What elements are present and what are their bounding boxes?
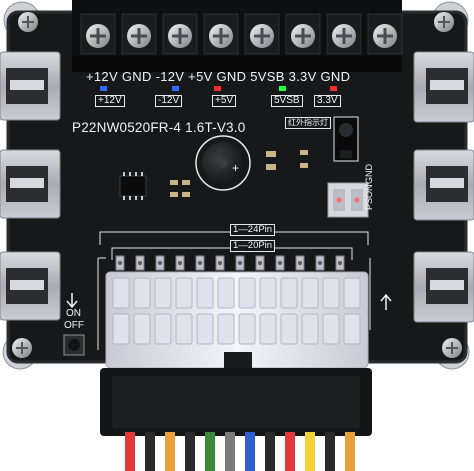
terminal-labels: +12V GND -12V +5V GND 5VSB 3.3V GND — [86, 70, 350, 83]
pin24-label: 1—24Pin — [230, 224, 276, 236]
connector-slot — [238, 313, 256, 345]
terminal-label-gnd3: GND — [320, 69, 351, 84]
atx-cable — [100, 368, 372, 471]
connector-slot — [154, 313, 172, 345]
wire — [265, 432, 275, 471]
connector-slot — [112, 277, 130, 309]
indicator-label-5vsb: 5VSB — [271, 95, 303, 107]
svg-text:+: + — [232, 161, 239, 175]
wire — [285, 432, 295, 471]
led-5v — [214, 86, 221, 91]
led-12v — [100, 86, 107, 91]
atx-24pin-connector — [105, 271, 369, 369]
terminal-label-neg12v: -12V — [155, 69, 185, 84]
indicator-label-neg12v: -12V — [155, 95, 183, 107]
connector-slot — [175, 277, 193, 309]
pin20-label: 1—20Pin — [230, 240, 276, 252]
buzzer: + — [195, 135, 251, 191]
header-pins — [115, 255, 345, 271]
indicator-leds — [100, 86, 337, 91]
wire — [345, 432, 355, 471]
connector-slot — [259, 313, 277, 345]
model-label: P22NW0520FR-4 1.6T-V3.0 — [72, 120, 246, 135]
led-3v3 — [330, 86, 337, 91]
pson-header — [327, 182, 369, 218]
pson-label: PSON — [364, 184, 374, 210]
terminal-label-12v: +12V — [86, 69, 118, 84]
indicator-label-5v: +5V — [212, 95, 237, 107]
wire — [325, 432, 335, 471]
wire — [145, 432, 155, 471]
connector-slot — [133, 313, 151, 345]
usb-ports-left — [0, 51, 61, 321]
connector-slot — [322, 277, 340, 309]
connector-slot — [175, 313, 193, 345]
wire — [165, 432, 175, 471]
connector-slot — [343, 277, 361, 309]
led-5vsb — [279, 86, 286, 91]
connector-slot — [217, 313, 235, 345]
wire — [305, 432, 315, 471]
connector-slot — [280, 313, 298, 345]
connector-slot — [280, 277, 298, 309]
connector-slot — [322, 313, 340, 345]
connector-slot — [154, 277, 172, 309]
connector-slot — [196, 277, 214, 309]
terminal-label-3v3: 3.3V — [288, 69, 317, 84]
terminal-label-gnd1: GND — [121, 69, 152, 84]
connector-slot — [301, 277, 319, 309]
indicator-label-3v3: 3.3V — [314, 95, 341, 107]
terminal-label-gnd2: GND — [216, 69, 247, 84]
power-switch[interactable] — [63, 293, 85, 356]
on-label: ON — [66, 308, 81, 319]
wire — [125, 432, 135, 471]
wire — [205, 432, 215, 471]
wire — [185, 432, 195, 471]
mounting-screws — [12, 12, 462, 358]
indicator-label-12v: +12V — [95, 95, 125, 107]
connector-slot — [301, 313, 319, 345]
gnd-label: GND — [364, 164, 374, 184]
smd-components — [170, 150, 308, 197]
terminal-label-5vsb: 5VSB — [250, 69, 285, 84]
ic-chip — [119, 172, 147, 200]
off-label: OFF — [64, 320, 84, 331]
connector-slot — [238, 277, 256, 309]
ir-indicator-label: 红外指示灯 — [285, 117, 331, 129]
terminal-label-5v: +5V — [188, 69, 213, 84]
ir-receiver — [333, 116, 359, 162]
connector-slot — [196, 313, 214, 345]
connector-slot — [343, 313, 361, 345]
connector-slot — [133, 277, 151, 309]
arrow-up-icon — [380, 293, 392, 310]
connector-slot — [112, 313, 130, 345]
connector-slot — [259, 277, 277, 309]
wire — [225, 432, 235, 471]
led-neg12v — [172, 86, 179, 91]
connector-slot — [217, 277, 235, 309]
usb-ports-right — [413, 51, 474, 323]
wire — [245, 432, 255, 471]
